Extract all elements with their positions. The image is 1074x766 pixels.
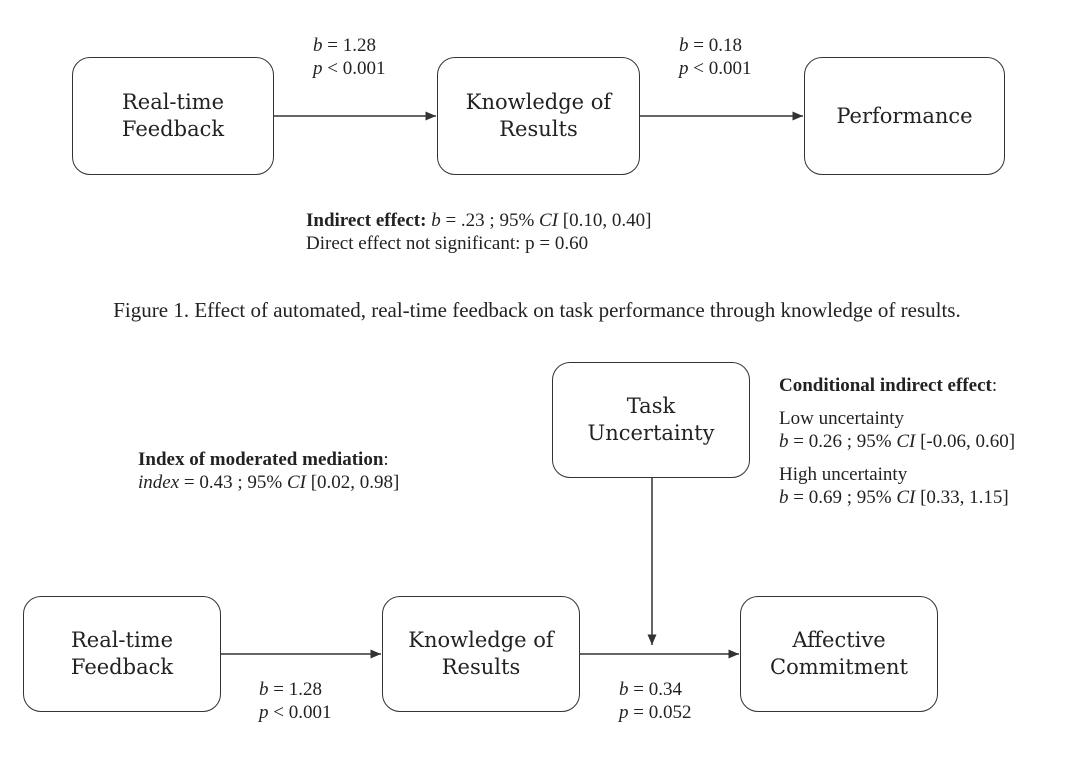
node-label-line: Uncertainty [587, 421, 715, 445]
node-label-line: Knowledge of [408, 628, 554, 652]
fig2-conditional-indirect-note: Conditional indirect effect: Low uncerta… [779, 375, 1016, 508]
coef-b: 1.28 [288, 679, 322, 700]
high-uncertainty-label: High uncertainty [779, 464, 908, 485]
fig1-node-knowledge: Knowledge of Results [437, 57, 640, 175]
node-label-line: Affective [792, 628, 886, 652]
indirect-effect-lead: Indirect effect [306, 210, 421, 231]
high-b: 0.69 [808, 487, 842, 508]
fig2-path-b-stats: b = 0.34 p = 0.052 [619, 679, 692, 723]
moderated-index: 0.43 [199, 472, 233, 493]
indirect-ci: [0.10, 0.40] [562, 210, 652, 231]
fig2-path-a-stats: b = 1.28 p < 0.001 [259, 679, 332, 723]
node-label-line: Knowledge of [465, 90, 612, 114]
fig1-node-performance: Performance [804, 57, 1005, 175]
high-ci: [0.33, 1.15] [920, 487, 1009, 508]
coef-b: 1.28 [342, 35, 376, 56]
coef-b: 0.18 [708, 35, 742, 56]
node-label-line: Feedback [70, 655, 174, 679]
fig1-path-a-stats: b = 1.28 p < 0.001 [313, 35, 386, 79]
direct-effect-text: Direct effect not significant: p = 0.60 [306, 233, 589, 254]
moderated-mediation-lead: Index of moderated mediation [138, 449, 384, 470]
node-label-line: Feedback [121, 117, 225, 141]
indirect-b: .23 [460, 210, 485, 231]
coef-p: < 0.001 [327, 58, 386, 79]
coef-p: < 0.001 [273, 702, 332, 723]
fig2-node-commitment: Affective Commitment [740, 596, 938, 712]
node-label-line: Results [499, 117, 578, 141]
node-label-line: Real-time [121, 90, 225, 114]
low-b: 0.26 [808, 431, 842, 452]
node-label-line: Performance [836, 103, 973, 128]
conditional-indirect-lead: Conditional indirect effect [779, 375, 992, 396]
moderated-ci: [0.02, 0.98] [310, 472, 400, 493]
fig2-node-knowledge: Knowledge of Results [382, 596, 580, 712]
node-label-line: Commitment [770, 655, 908, 679]
coef-p: = 0.052 [633, 702, 692, 723]
coef-p: < 0.001 [693, 58, 752, 79]
fig1-effects-note: Indirect effect: b = .23 ; 95% CI [0.10,… [306, 210, 652, 254]
fig2-moderated-mediation-note: Index of moderated mediation: index = 0.… [138, 449, 400, 493]
fig1-path-b-stats: b = 0.18 p < 0.001 [679, 35, 752, 79]
fig2-node-feedback: Real-time Feedback [23, 596, 221, 712]
fig1-node-feedback: Real-time Feedback [72, 57, 274, 175]
node-label-line: Real-time [70, 628, 174, 652]
figure-caption: Figure 1. Effect of automated, real-time… [113, 298, 961, 322]
coef-b: 0.34 [648, 679, 682, 700]
node-label-line: Task [626, 394, 676, 418]
fig2-node-uncertainty: Task Uncertainty [552, 362, 750, 478]
low-uncertainty-label: Low uncertainty [779, 408, 905, 429]
low-ci: [-0.06, 0.60] [920, 431, 1016, 452]
node-label-line: Results [441, 655, 521, 679]
